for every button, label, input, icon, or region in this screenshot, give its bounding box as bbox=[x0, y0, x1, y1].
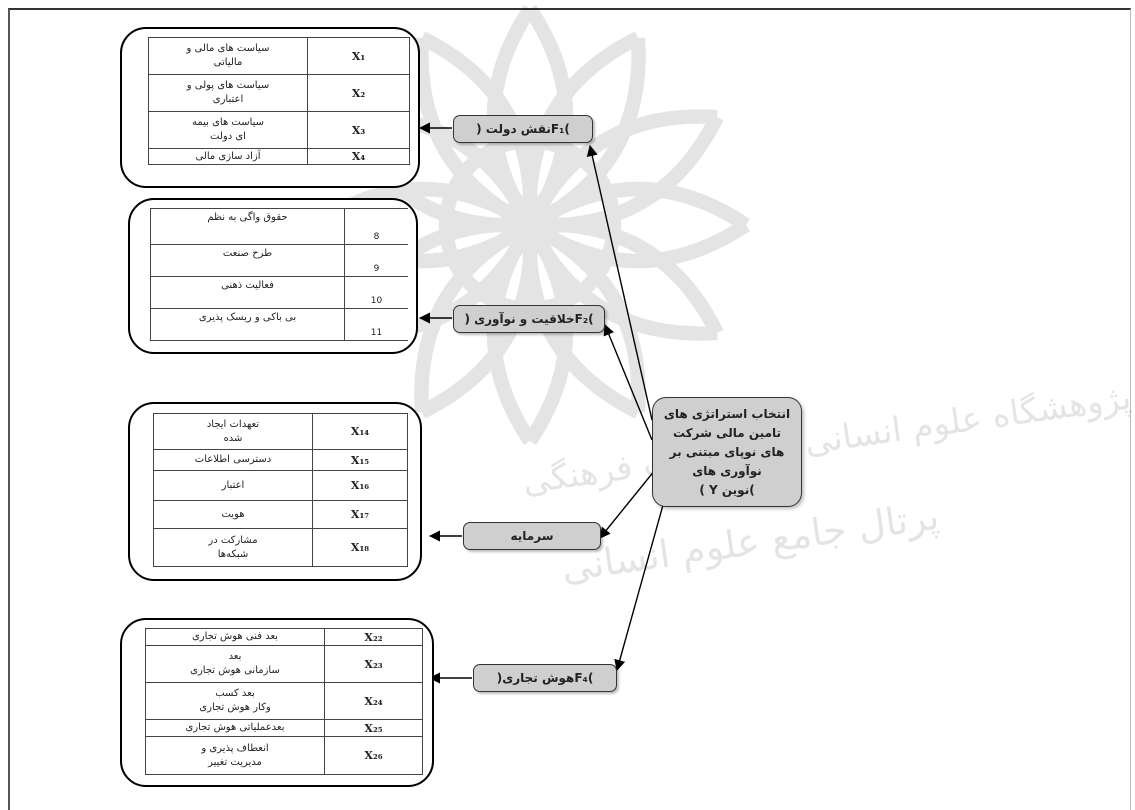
goal-line: )نوین Y ) bbox=[699, 482, 755, 497]
factor-capital: سرمایه bbox=[463, 522, 601, 550]
table-row: اعتبار X₁₆ bbox=[153, 470, 408, 501]
item-label: هویت bbox=[153, 500, 313, 529]
goal-line: انتخاب استراتژی های bbox=[663, 406, 791, 421]
factor-government-role: )F₁نقش دولت ( bbox=[453, 115, 593, 143]
factor-business-intelligence: )F₄هوش تجاری( bbox=[473, 664, 617, 692]
item-code: X₄ bbox=[307, 148, 410, 165]
goal-line: های نوپای مبتنی بر bbox=[669, 444, 785, 459]
item-code: X₁₈ bbox=[312, 528, 408, 567]
item-code: X₂₂ bbox=[324, 628, 423, 646]
item-code: X₁ bbox=[307, 37, 410, 75]
table-row: آزاد سازی مالی X₄ bbox=[148, 148, 410, 165]
item-label: دسترسی اطلاعات bbox=[153, 449, 313, 471]
table-row: هویت X₁₇ bbox=[153, 500, 408, 529]
item-code: X₁₄ bbox=[312, 413, 408, 450]
item-number: 10 bbox=[344, 276, 408, 309]
table-row: بعد فنی هوش تجاری X₂₂ bbox=[145, 628, 423, 646]
arrow-goal-to-f3 bbox=[599, 469, 656, 539]
item-code: X₁₅ bbox=[312, 449, 408, 471]
item-code: X₂ bbox=[307, 74, 410, 112]
item-number: 11 bbox=[344, 308, 408, 341]
connector-arrows bbox=[418, 122, 664, 684]
item-label: حقوق واگی به نظم bbox=[150, 208, 345, 245]
item-label: بعدعملیاتی هوش تجاری bbox=[145, 719, 325, 737]
goal-line: تامین مالی شرکت bbox=[672, 425, 782, 440]
table-row: دسترسی اطلاعات X₁₅ bbox=[153, 449, 408, 471]
item-label: آزاد سازی مالی bbox=[148, 148, 308, 165]
arrow-goal-to-f4 bbox=[614, 504, 664, 672]
table-row: حقوق واگی به نظم 8 bbox=[150, 208, 408, 245]
figure-frame bbox=[8, 8, 1131, 810]
item-label: بی باکی و ریسک پذیری bbox=[150, 308, 345, 341]
table-row: طرح صنعت 9 bbox=[150, 244, 408, 277]
goal-box: انتخاب استراتژی های تامین مالی شرکت های … bbox=[652, 397, 802, 507]
item-label: فعالیت ذهنی bbox=[150, 276, 345, 309]
item-label: طرح صنعت bbox=[150, 244, 345, 277]
arrow-goal-to-f2 bbox=[603, 323, 653, 441]
item-code: X₁₆ bbox=[312, 470, 408, 501]
item-code: X₁₇ bbox=[312, 500, 408, 529]
factor-creativity-innovation: )F₂خلاقیت و نوآوری ( bbox=[453, 305, 605, 333]
item-code: X₂₃ bbox=[324, 645, 423, 683]
item-code: X₂₆ bbox=[324, 736, 423, 775]
item-number: 9 bbox=[344, 244, 408, 277]
item-label: اعتبار bbox=[153, 470, 313, 501]
table-row: بی باکی و ریسک پذیری 11 bbox=[150, 308, 408, 341]
arrow-goal-to-f1 bbox=[586, 144, 653, 421]
goal-line: نوآوری های bbox=[692, 463, 762, 478]
item-code: X₃ bbox=[307, 111, 410, 149]
table-creativity-innovation: حقوق واگی به نظم 8 طرح صنعت 9 فعالیت ذهن… bbox=[150, 208, 408, 341]
item-code: X₂₄ bbox=[324, 682, 423, 720]
item-number: 8 bbox=[344, 208, 408, 245]
item-label: بعد فنی هوش تجاری bbox=[145, 628, 325, 646]
table-row: فعالیت ذهنی 10 bbox=[150, 276, 408, 309]
item-code: X₂₅ bbox=[324, 719, 423, 737]
table-row: بعدعملیاتی هوش تجاری X₂₅ bbox=[145, 719, 423, 737]
